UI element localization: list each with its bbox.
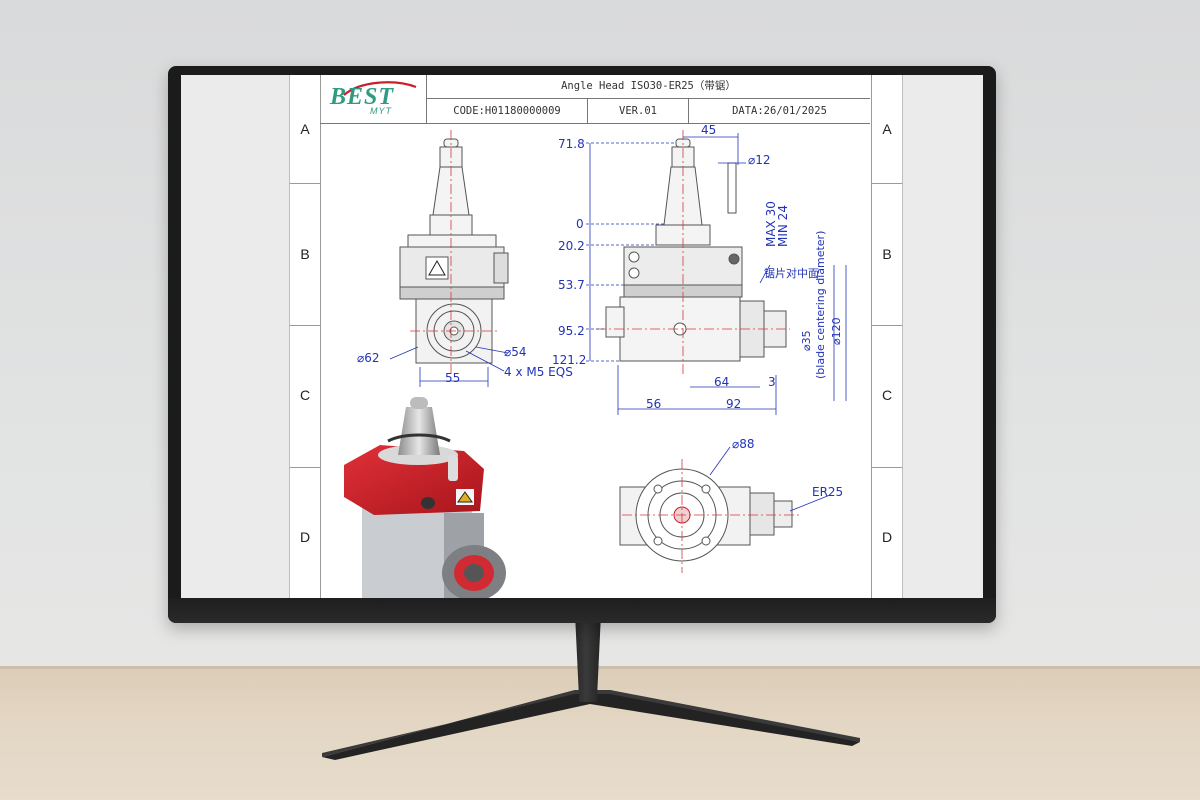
zone-label-c: C [881,387,893,403]
dim-phi35: ⌀35 [800,330,813,351]
angle-head-3d-render [344,397,506,598]
logo-swoosh-icon [343,81,417,96]
dim-width-3: 3 [768,375,776,389]
dim-width-92: 92 [726,397,742,411]
company-logo: BEST MYT [320,75,427,123]
desk-edge [0,666,1200,669]
drawing-date: DATA:26/01/2025 [732,105,827,117]
title-block: BEST MYT Angle Head ISO30-ER25（带锯） CODE:… [320,75,870,124]
zone-label-c: C [299,387,311,403]
desk-surface [0,668,1200,800]
technical-drawing [389,130,847,573]
dim-phi62: ⌀62 [357,351,380,365]
zone-column-left: A B C D [290,75,321,598]
zone-label-a: A [882,121,892,137]
zone-label-b: B [300,246,310,262]
drawing-code: CODE:H01180000009 [427,99,588,123]
zone-column-right: A B C D [871,75,902,598]
monitor-stand-neck [575,618,601,702]
dim-holes-m5: 4 x M5 EQS [504,365,573,379]
side-view [605,138,787,362]
dim-height-121-2: 121.2 [552,353,587,367]
dim-height-20-2: 20.2 [558,239,585,253]
zone-label-d: D [881,529,893,545]
drawing-sheet[interactable]: A B C D A B C D BEST MYT Angle Head ISO3… [289,75,903,598]
dim-width-64: 64 [714,375,730,389]
zone-label-b: B [882,246,892,262]
dim-er25: ER25 [812,485,844,499]
zone-label-a: A [300,121,310,137]
dim-width-56: 56 [646,397,662,411]
dim-height-95-2: 95.2 [558,324,585,338]
monitor-chin [168,598,996,623]
title-block-info-row: CODE:H01180000009 VER.01 DATA:26/01/2025 [427,99,870,123]
monitor-screen: A B C D A B C D BEST MYT Angle Head ISO3… [181,75,983,598]
dim-height-53-7: 53.7 [558,278,585,292]
logo-brand-text: BEST [330,84,395,110]
dim-height-0: 0 [576,217,584,231]
dim-phi54: ⌀54 [504,345,527,359]
dim-height-71-8: 71.8 [558,137,585,151]
dim-phi120: ⌀120 [830,317,843,345]
dim-min-24: MIN 24 [776,205,790,247]
dim-blade-centering-cn: 锯片对中面 [764,267,819,280]
logo-sub-text: MYT [370,106,392,116]
dim-width-55: 55 [445,371,461,385]
dim-blade-centering-en: (blade centering diameter) [814,230,827,379]
front-view [399,138,509,364]
dim-width-45: 45 [701,123,717,137]
drawing-title: Angle Head ISO30-ER25（带锯） [427,75,870,99]
dim-phi88: ⌀88 [732,437,755,451]
zone-label-d: D [299,529,311,545]
drawing-version: VER.01 [588,99,689,123]
dim-phi12: ⌀12 [748,153,771,167]
